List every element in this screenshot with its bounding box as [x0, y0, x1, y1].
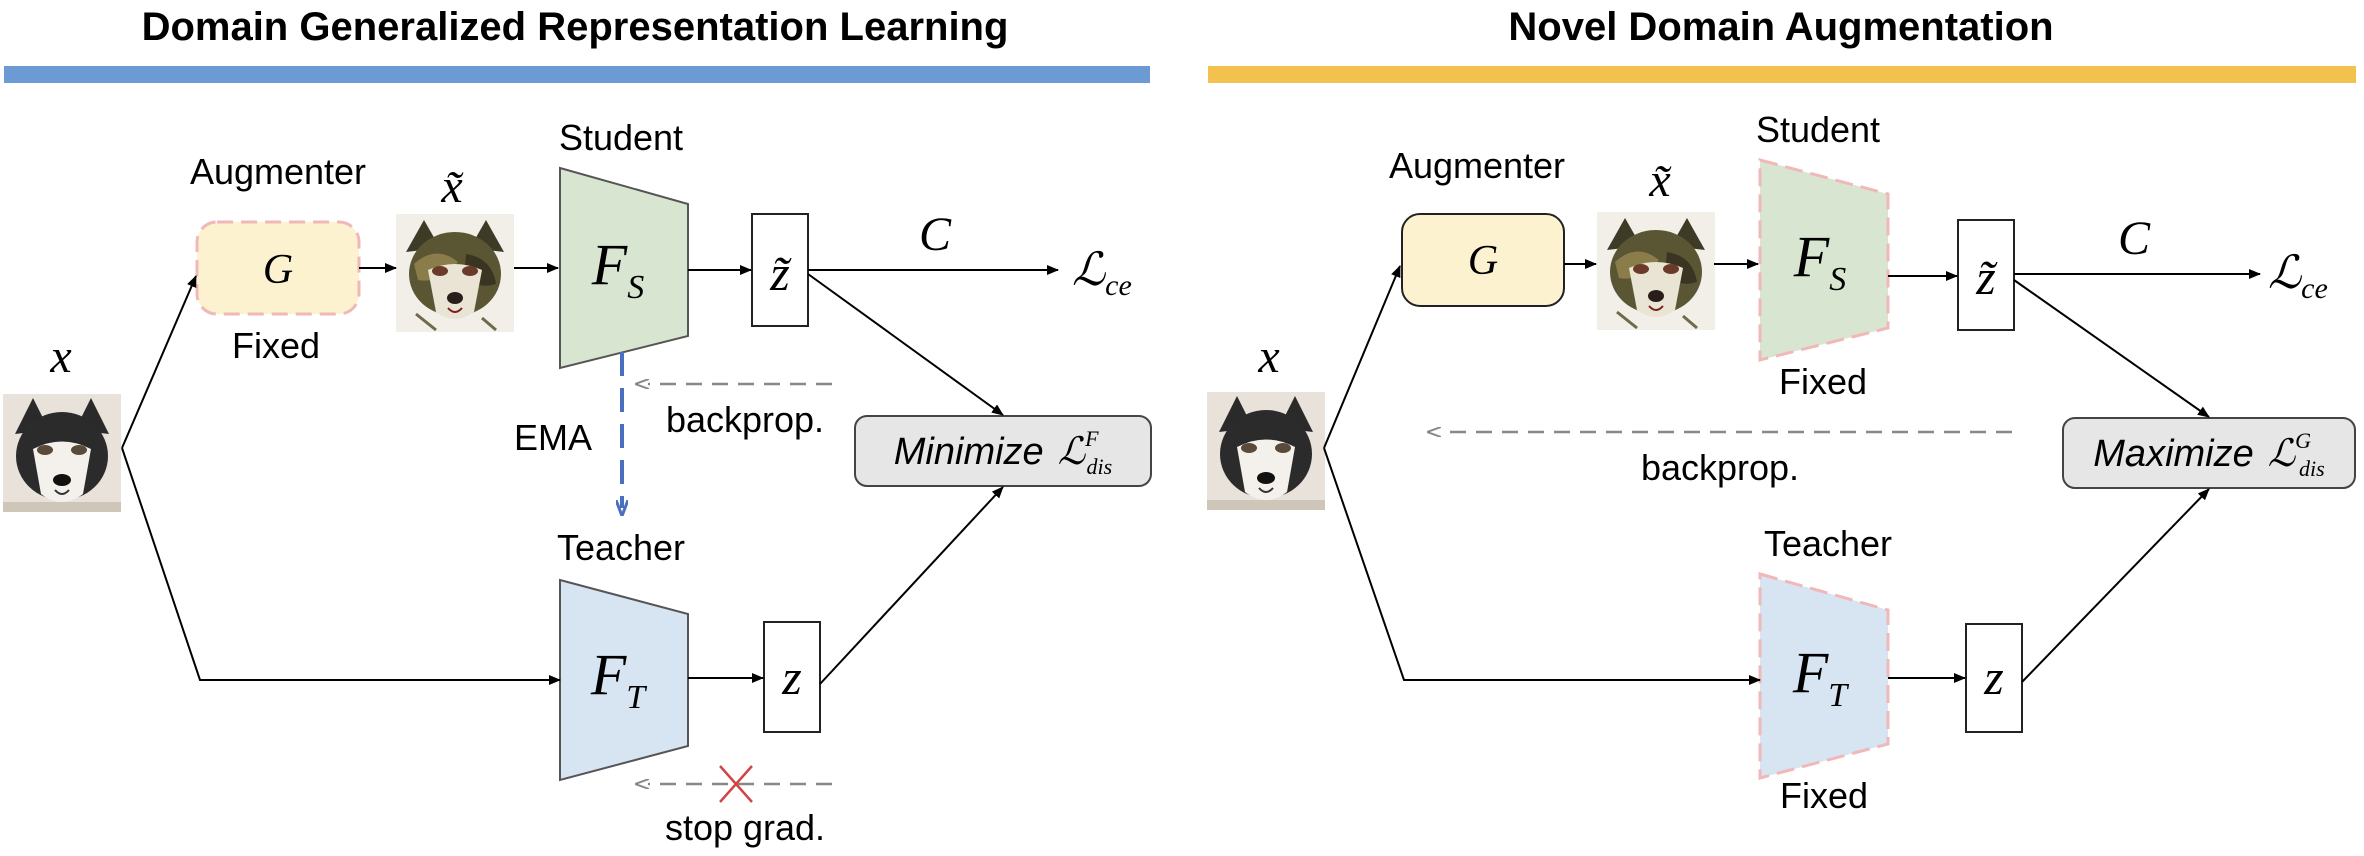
left-input-dog-image [2, 393, 122, 513]
right-teacher-status: Fixed [1780, 775, 1868, 816]
right-teacher-feature-symbol: z [1983, 649, 2003, 705]
right-panel: Novel Domain Augmentation x Augmenter G … [1206, 5, 2356, 816]
left-objective-box [854, 415, 1152, 487]
left-teacher-label: Teacher [557, 527, 685, 568]
right-student-symbol: FS [1793, 224, 1846, 298]
left-augmented-symbol: x̃ [440, 160, 463, 213]
right-augmenter-box [1401, 213, 1565, 307]
left-student-label: Student [559, 117, 683, 158]
right-student-feature-box [1957, 219, 2015, 331]
left-connectors [121, 263, 1059, 685]
left-ema-label: EMA [514, 417, 592, 458]
right-classifier-symbol: C [2118, 212, 2151, 265]
stop-grad-cross-icon [719, 765, 753, 803]
left-classifier-symbol: C [919, 208, 952, 261]
right-connectors [1323, 259, 2261, 685]
right-augmenter-symbol: G [1468, 238, 1498, 284]
right-panel-title: Novel Domain Augmentation [1508, 5, 2053, 49]
left-stop-grad-label: stop grad. [665, 807, 825, 848]
right-teacher-feature-box [1965, 623, 2023, 733]
left-augmented-dog-image [394, 212, 516, 334]
left-student-encoder [559, 166, 689, 370]
right-teacher-symbol: FT [1792, 640, 1849, 714]
right-student-encoder [1758, 158, 1890, 362]
right-augmented-symbol: x̃ [1648, 154, 1671, 207]
right-student-label: Student [1756, 109, 1880, 150]
left-teacher-symbol: FT [590, 642, 647, 716]
right-title-underline [1208, 66, 2356, 83]
left-title-underline [4, 66, 1150, 83]
right-teacher-label: Teacher [1764, 523, 1892, 564]
left-teacher-feature-box [763, 621, 821, 733]
left-teacher-encoder [559, 578, 689, 782]
left-backprop-label: backprop. [666, 399, 824, 440]
left-ce-loss: ℒce [1072, 244, 1132, 302]
left-augmenter-label: Augmenter [190, 151, 366, 192]
right-backprop-label: backprop. [1641, 447, 1799, 488]
left-student-feature-symbol: z̃ [769, 245, 792, 301]
left-teacher-feature-symbol: z [781, 649, 801, 705]
left-augmenter-status: Fixed [232, 325, 320, 366]
right-augmenter-label: Augmenter [1389, 145, 1565, 186]
right-student-status: Fixed [1779, 361, 1867, 402]
right-ce-loss: ℒce [2268, 247, 2328, 305]
left-augmenter-symbol: G [263, 247, 293, 293]
left-panel: Domain Generalized Representation Learni… [2, 5, 1152, 848]
left-panel-title: Domain Generalized Representation Learni… [142, 5, 1009, 49]
left-input-symbol: x [49, 330, 71, 383]
right-teacher-encoder [1758, 572, 1890, 780]
left-student-symbol: FS [591, 232, 644, 306]
right-input-dog-image [1206, 391, 1326, 511]
right-objective-box [2062, 417, 2356, 489]
right-input-symbol: x [1257, 330, 1279, 383]
right-student-feature-symbol: z̃ [1975, 249, 1998, 305]
right-augmented-dog-image [1595, 210, 1717, 332]
